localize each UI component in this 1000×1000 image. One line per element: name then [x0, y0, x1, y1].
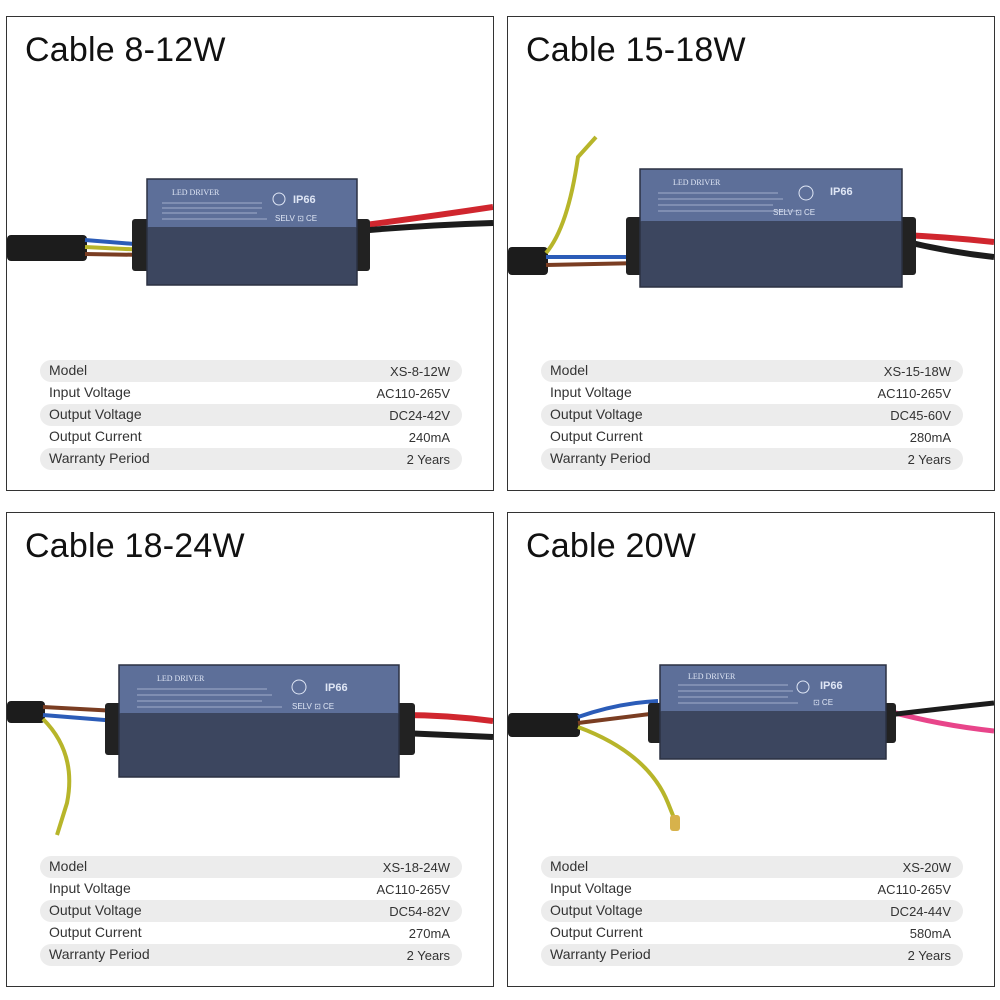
spec-row: Model XS-18-24W	[40, 856, 462, 878]
product-panel-2: Cable 15-18W LED DRIVER IP66 SELV ⊡ CE M…	[507, 16, 995, 491]
spec-value: 240mA	[408, 430, 450, 445]
spec-row: Output Current 270mA	[40, 922, 462, 944]
spec-table: Model XS-8-12W Input Voltage AC110-265V Ou…	[40, 360, 462, 470]
spec-row: Output Voltage DC24-44V	[541, 900, 963, 922]
label-rating: IP66	[820, 680, 843, 692]
label-rating: IP66	[325, 682, 348, 694]
spec-table: Model XS-15-18W Input Voltage AC110-265V O…	[541, 360, 963, 470]
spec-label: Model	[49, 858, 88, 874]
spec-label: Output Voltage	[49, 902, 142, 918]
spec-label: Input Voltage	[49, 880, 131, 896]
spec-label: Input Voltage	[49, 384, 131, 400]
spec-value: AC110-265V	[877, 882, 951, 897]
panel-title: Cable 8-12W	[25, 31, 226, 69]
panel-title: Cable 20W	[526, 527, 696, 565]
label-rating: IP66	[830, 186, 853, 198]
spec-row: Warranty Period 2 Years	[40, 944, 462, 966]
spec-value: 2 Years	[406, 948, 450, 963]
spec-value: DC24-44V	[890, 904, 951, 919]
spec-row: Input Voltage AC110-265V	[541, 382, 963, 404]
spec-value: DC24-42V	[389, 408, 450, 423]
spec-value: DC54-82V	[389, 904, 450, 919]
spec-label: Output Voltage	[49, 406, 142, 422]
spec-value: XS-20W	[902, 860, 951, 875]
spec-label: Output Voltage	[550, 902, 643, 918]
spec-value: XS-18-24W	[382, 860, 450, 875]
label-brand: LED DRIVER	[673, 178, 721, 187]
label-marks: SELV ⊡ CE	[292, 702, 334, 711]
spec-label: Output Current	[49, 924, 142, 940]
spec-label: Model	[550, 858, 589, 874]
spec-label: Warranty Period	[550, 450, 651, 466]
label-brand: LED DRIVER	[688, 672, 736, 681]
spec-row: Output Current 280mA	[541, 426, 963, 448]
spec-label: Output Current	[49, 428, 142, 444]
spec-label: Output Voltage	[550, 406, 643, 422]
led-driver-image: LED DRIVER IP66 SELV ⊡ CE	[7, 107, 494, 357]
spec-row: Output Voltage DC24-42V	[40, 404, 462, 426]
spec-row: Output Voltage DC45-60V	[541, 404, 963, 426]
spec-value: DC45-60V	[890, 408, 951, 423]
spec-value: XS-8-12W	[390, 364, 450, 379]
label-brand: LED DRIVER	[157, 674, 205, 683]
spec-row: Input Voltage AC110-265V	[40, 382, 462, 404]
spec-label: Model	[49, 362, 88, 378]
label-brand: LED DRIVER	[172, 188, 220, 197]
spec-value: 280mA	[909, 430, 951, 445]
label-marks: ⊡ CE	[813, 698, 833, 707]
spec-value: AC110-265V	[877, 386, 951, 401]
spec-value: 2 Years	[907, 948, 951, 963]
spec-label: Input Voltage	[550, 384, 632, 400]
spec-label: Warranty Period	[49, 450, 150, 466]
product-panel-1: Cable 8-12W LED DRIVER IP66 SELV ⊡ CE	[6, 16, 494, 491]
product-panel-3: Cable 18-24W LED DRIVER IP66 SELV ⊡ CE M…	[6, 512, 494, 987]
led-driver-image: LED DRIVER IP66 SELV ⊡ CE	[7, 603, 494, 853]
spec-row: Output Current 240mA	[40, 426, 462, 448]
spec-row: Output Voltage DC54-82V	[40, 900, 462, 922]
panel-title: Cable 15-18W	[526, 31, 746, 69]
spec-value: AC110-265V	[376, 386, 450, 401]
spec-row: Warranty Period 2 Years	[40, 448, 462, 470]
spec-table: Model XS-18-24W Input Voltage AC110-265V O…	[40, 856, 462, 966]
spec-value: 2 Years	[907, 452, 951, 467]
spec-value: 270mA	[408, 926, 450, 941]
spec-label: Warranty Period	[550, 946, 651, 962]
spec-label: Warranty Period	[49, 946, 150, 962]
spec-label: Model	[550, 362, 589, 378]
panel-title: Cable 18-24W	[25, 527, 245, 565]
spec-value: 580mA	[909, 926, 951, 941]
spec-row: Warranty Period 2 Years	[541, 944, 963, 966]
label-marks: SELV ⊡ CE	[275, 214, 317, 223]
spec-row: Input Voltage AC110-265V	[40, 878, 462, 900]
spec-value: 2 Years	[406, 452, 450, 467]
led-driver-image: LED DRIVER IP66 SELV ⊡ CE	[508, 107, 995, 357]
spec-label: Output Current	[550, 428, 643, 444]
spec-value: XS-15-18W	[883, 364, 951, 379]
label-marks: SELV ⊡ CE	[773, 208, 815, 217]
spec-row: Output Current 580mA	[541, 922, 963, 944]
spec-row: Model XS-8-12W	[40, 360, 462, 382]
spec-row: Model XS-20W	[541, 856, 963, 878]
spec-label: Output Current	[550, 924, 643, 940]
label-rating: IP66	[293, 194, 316, 206]
led-driver-image: LED DRIVER IP66 ⊡ CE	[508, 603, 995, 853]
spec-label: Input Voltage	[550, 880, 632, 896]
spec-table: Model XS-20W Input Voltage AC110-265V Outp…	[541, 856, 963, 966]
spec-row: Warranty Period 2 Years	[541, 448, 963, 470]
spec-row: Input Voltage AC110-265V	[541, 878, 963, 900]
spec-row: Model XS-15-18W	[541, 360, 963, 382]
spec-value: AC110-265V	[376, 882, 450, 897]
